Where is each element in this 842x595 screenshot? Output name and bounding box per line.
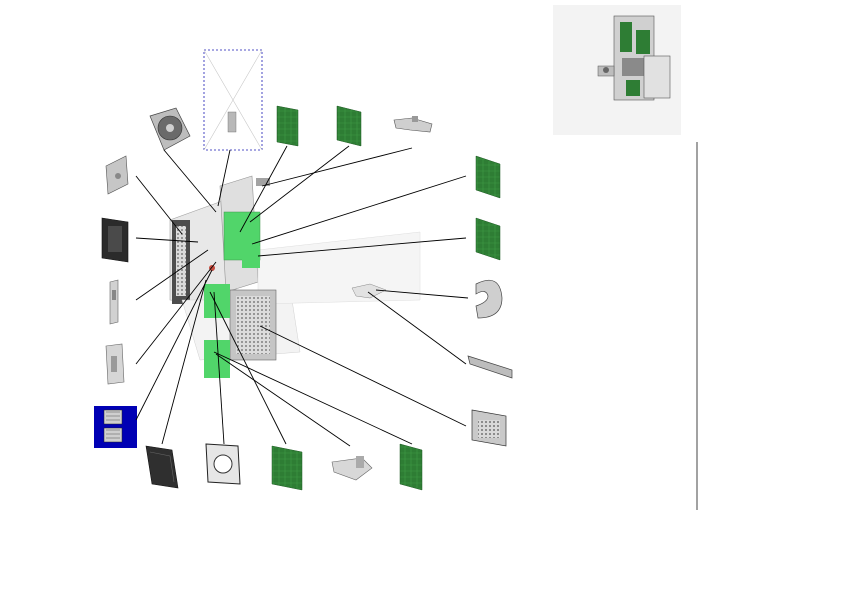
card-b[interactable] [336, 105, 362, 147]
bezel[interactable] [101, 217, 129, 263]
card-right-2[interactable] [475, 217, 501, 261]
crescent-bracket[interactable] [475, 279, 503, 319]
drive-cage[interactable] [471, 409, 507, 447]
card-right-1[interactable] [475, 155, 501, 199]
slot-bracket-2[interactable] [105, 343, 125, 385]
card-a[interactable] [276, 105, 299, 147]
card-c[interactable] [271, 445, 303, 491]
thumbnail-preview[interactable] [553, 5, 681, 135]
card-d[interactable] [399, 443, 423, 491]
cage-frame[interactable] [205, 443, 241, 485]
slot-bracket-1[interactable] [109, 279, 119, 325]
fan-icon[interactable] [149, 107, 191, 151]
ssd[interactable] [145, 445, 179, 489]
placeholder-box[interactable] [203, 49, 263, 151]
small-bracket[interactable] [331, 456, 373, 481]
leader-lines [135, 145, 469, 447]
central-assembly [169, 175, 421, 378]
side-plate[interactable] [105, 155, 129, 195]
selected-ports[interactable] [94, 406, 137, 448]
top-bracket[interactable] [393, 116, 433, 133]
long-bracket[interactable] [467, 355, 513, 379]
mid-bracket[interactable] [351, 283, 387, 299]
